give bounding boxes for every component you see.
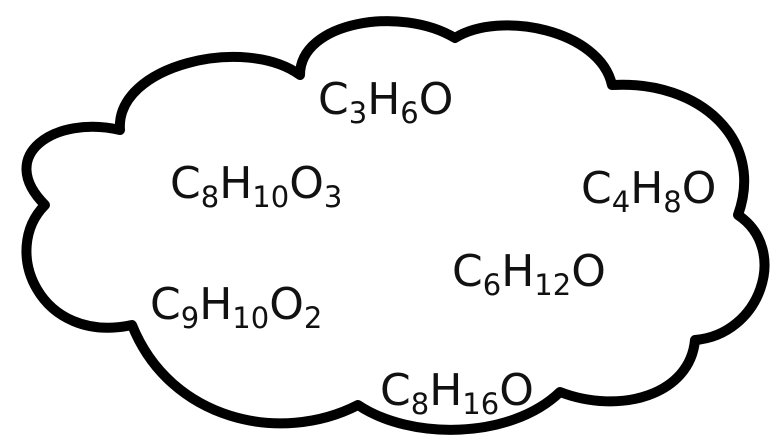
element-symbol: H [367, 74, 401, 125]
element-symbol: H [219, 158, 253, 209]
subscript: 8 [200, 180, 220, 214]
subscript: 12 [534, 268, 572, 302]
element-symbol: O [418, 74, 454, 125]
element-symbol: C [170, 158, 201, 209]
element-symbol: O [269, 279, 304, 330]
formula-6: C8H16O [380, 369, 534, 419]
subscript: 2 [303, 301, 323, 335]
formula-4: C6H12O [452, 250, 606, 300]
subscript: 10 [232, 301, 270, 335]
formula-3: C4H8O [581, 167, 716, 217]
element-symbol: H [630, 163, 664, 214]
subscript: 4 [611, 185, 631, 219]
subscript: 8 [663, 185, 682, 219]
element-symbol: C [452, 246, 483, 297]
element-symbol: H [199, 279, 233, 330]
subscript: 9 [180, 301, 200, 335]
formula-5: C9H10O2 [150, 283, 322, 333]
element-symbol: C [581, 163, 612, 214]
element-symbol: C [380, 365, 411, 416]
subscript: 6 [400, 96, 419, 130]
subscript: 16 [462, 387, 500, 421]
element-symbol: C [318, 74, 349, 125]
element-symbol: O [499, 365, 534, 416]
subscript: 8 [410, 387, 430, 421]
formula-2: C8H10O3 [170, 162, 342, 212]
element-symbol: H [429, 365, 463, 416]
element-symbol: O [681, 163, 717, 214]
cloud-outline [21, 16, 770, 435]
formula-1: C3H6O [318, 78, 453, 128]
element-symbol: O [289, 158, 324, 209]
subscript: 3 [348, 96, 368, 130]
element-symbol: O [571, 246, 606, 297]
element-symbol: H [501, 246, 535, 297]
element-symbol: C [150, 279, 181, 330]
subscript: 3 [323, 180, 343, 214]
subscript: 6 [482, 268, 502, 302]
subscript: 10 [252, 180, 290, 214]
